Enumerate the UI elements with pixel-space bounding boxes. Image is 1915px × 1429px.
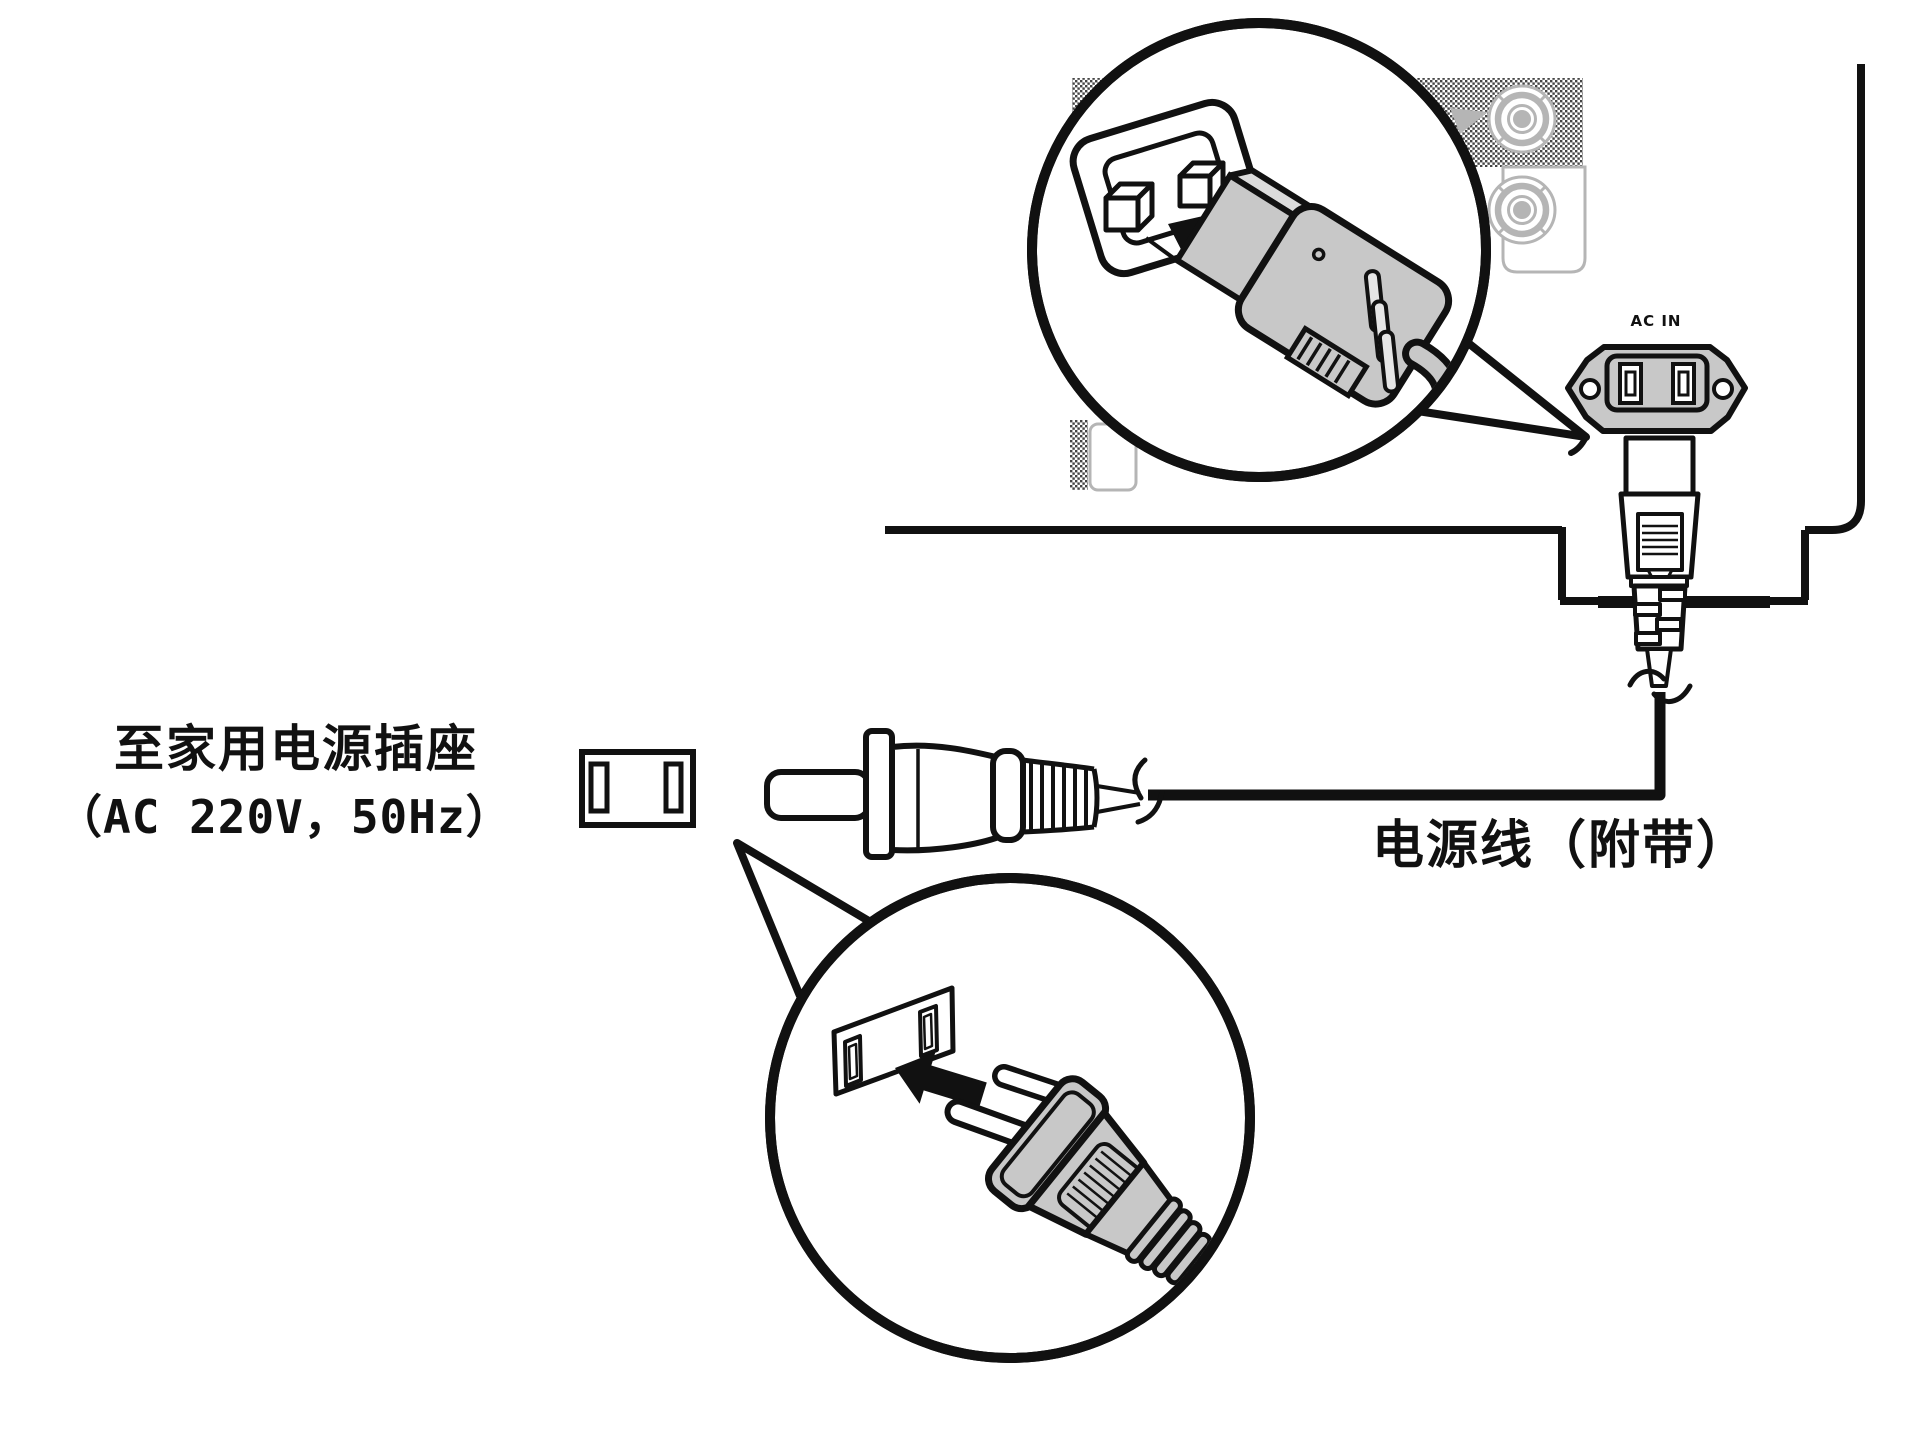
insert-arrow-icon <box>895 1052 987 1108</box>
ac-inlet-icon <box>1565 344 1748 434</box>
power-cable <box>1148 692 1666 801</box>
magnifier-circle-bottom <box>733 839 1255 1363</box>
speaker-terminal-icon <box>1489 177 1555 243</box>
ac-in-label: AC IN <box>1630 312 1682 330</box>
wall-outlet-icon <box>579 749 696 828</box>
outlet-label-line2: （AC 220V，50Hz） <box>56 790 513 844</box>
outlet-zoom <box>831 985 956 1097</box>
panel-hatched-fragment <box>1070 420 1088 490</box>
plug-blades <box>944 1064 1070 1152</box>
inlet-pins-zoom <box>1103 160 1226 233</box>
power-cord-connector <box>1618 435 1701 688</box>
power-cord-label: 电源线（附带） <box>1372 816 1751 876</box>
panel-gray-wedge <box>1450 108 1488 134</box>
iec-connector-icon <box>1172 167 1463 448</box>
mains-plug-icon <box>764 728 1165 860</box>
magnifier-circle-top <box>1027 18 1590 482</box>
outlet-label-line1: 至家用电源插座 <box>114 720 478 778</box>
speaker-terminal-icon <box>1489 86 1555 152</box>
